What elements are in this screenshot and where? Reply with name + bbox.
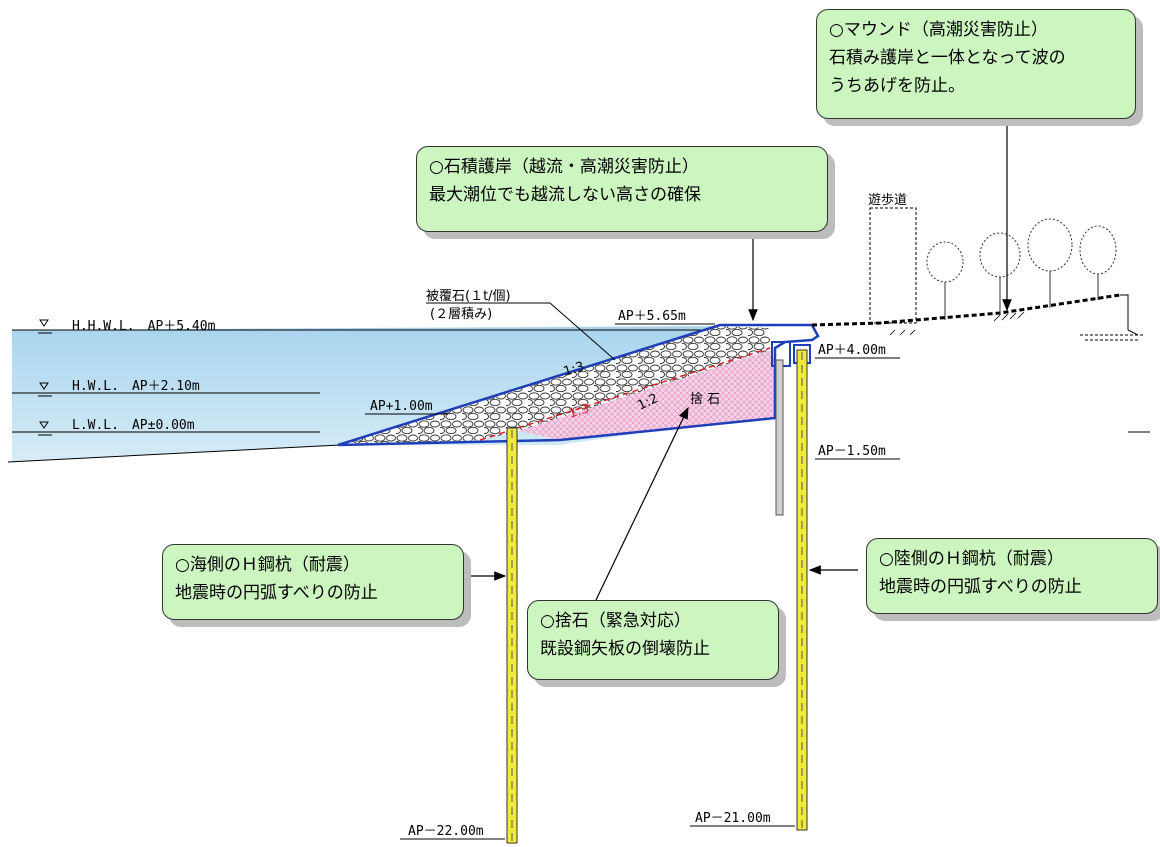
slope-upper-label: 1:3 [562, 359, 586, 379]
mound-callout-line1: ○マウンド（高潮災害防止） [829, 20, 1048, 40]
revetment-callout: ○石積護岸（越流・高潮災害防止） 最大潮位でも越流しない高さの確保 [416, 146, 828, 232]
land-level-label: AP＋4.00m [818, 343, 886, 358]
land-pile-bottom-label: AP－21.00m [695, 811, 771, 826]
mound-callout-line3: うちあげを防止。 [829, 76, 965, 96]
armor-stone-leader [549, 302, 616, 361]
armor-stone-sublabel: (２層積み) [430, 307, 492, 322]
mound-line [811, 293, 1121, 327]
armor-stone-label: 被覆石(１t/個) [426, 289, 511, 304]
armor-stone-layer [340, 326, 770, 445]
existing-sheet-pile [775, 359, 784, 516]
revetment-outline [337, 323, 820, 447]
water-level-symbol [34, 319, 56, 436]
slope-red-label: 1:3 [567, 401, 591, 421]
right-edge [1120, 294, 1139, 336]
right-footing [1080, 334, 1145, 341]
land-pile-callout-line2: 地震時の円弧すべりの防止 [879, 577, 1082, 597]
land-h-pile [796, 349, 808, 831]
hatch-ground [993, 311, 1025, 322]
tree-icon [926, 218, 1117, 320]
rubble-callout-line2: 既設鋼矢板の倒壊防止 [540, 639, 710, 659]
rubble-callout: ○捨石（緊急対応） 既設鋼矢板の倒壊防止 [527, 600, 779, 680]
sea-pile-callout-line2: 地震時の円弧すべりの防止 [175, 583, 378, 603]
promenade-box [869, 207, 917, 324]
seabed-line [7, 444, 341, 463]
red-slope-line [479, 347, 771, 441]
rubble-arrow [595, 406, 689, 601]
land-pile-callout-line1: ○陸側のＨ鋼杭（耐震） [879, 549, 1064, 569]
sheet-pile-bottom-label: AP－1.50m [818, 444, 886, 459]
sea-pile-bottom-label: AP－22.00m [408, 824, 484, 839]
sea-pile-callout-line1: ○海側のＨ鋼杭（耐震） [175, 555, 360, 575]
mound-callout: ○マウンド（高潮災害防止） 石積み護岸と一体となって波の うちあげを防止。 [816, 9, 1136, 119]
revetment-callout-line2: 最大潮位でも越流しない高さの確保 [429, 185, 701, 205]
hhwl-label: H.H.W.L. AP＋5.40m [72, 319, 216, 334]
crest-level-label: AP＋5.65m [618, 309, 686, 324]
land-pile-callout: ○陸側のＨ鋼杭（耐震） 地震時の円弧すべりの防止 [866, 538, 1158, 614]
rubble-callout-line1: ○捨石（緊急対応） [540, 611, 691, 631]
revetment-callout-line1: ○石積護岸（越流・高潮災害防止） [429, 157, 699, 177]
sea-pile-callout: ○海側のＨ鋼杭（耐震） 地震時の円弧すべりの防止 [162, 544, 464, 620]
toe-level-label: AP+1.00m [370, 399, 433, 414]
lwl-label: L.W.L. AP±0.00m [72, 418, 195, 433]
rubble-label: 捨 石 [690, 391, 720, 407]
rubble-fill [515, 350, 775, 440]
hwl-label: H.W.L. AP＋2.10m [72, 379, 200, 394]
ground-hatch-left [889, 329, 916, 336]
sea-h-pile [506, 427, 518, 844]
mound-callout-line2: 石積み護岸と一体となって波の [829, 48, 1066, 68]
promenade-label: 遊歩道 [868, 193, 907, 208]
